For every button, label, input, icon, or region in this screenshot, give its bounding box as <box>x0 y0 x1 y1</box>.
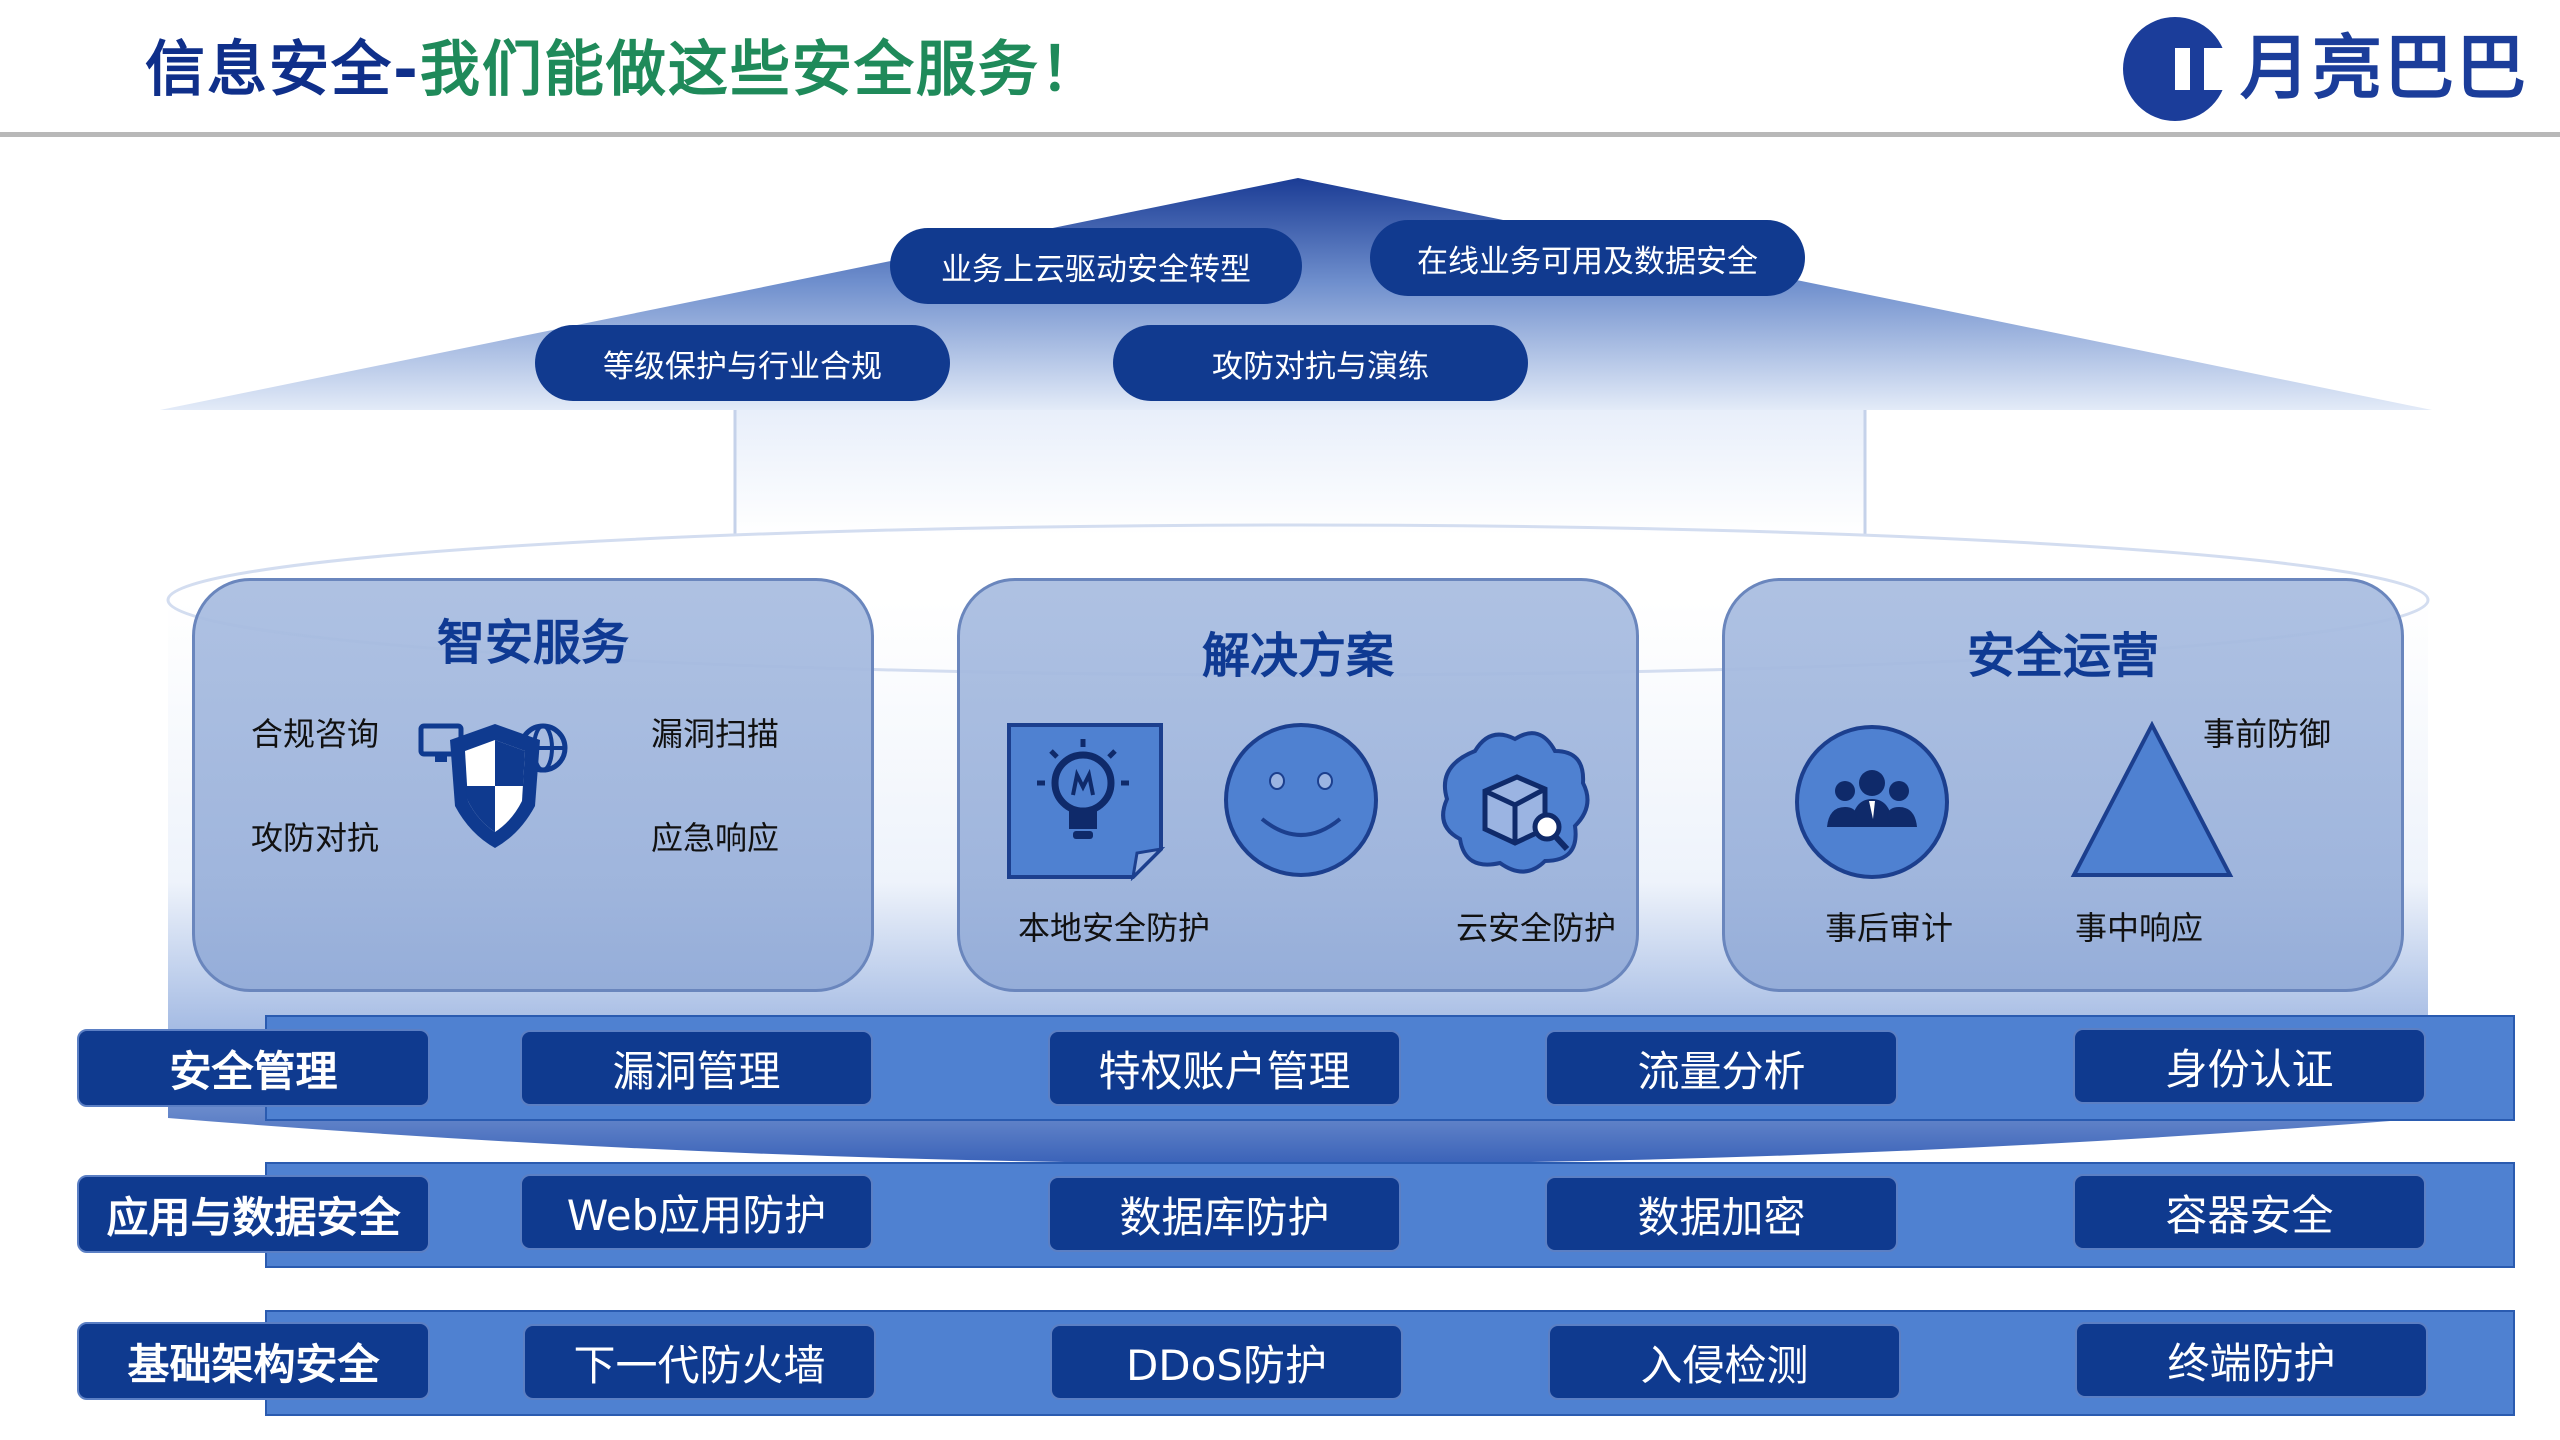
item-endpoint-protection: 终端防护 <box>2075 1322 2428 1398</box>
roof-pill-compliance: 等级保护与行业合规 <box>535 325 950 401</box>
logo-c-icon <box>2123 17 2235 121</box>
label-compliance-consulting: 合规咨询 <box>251 715 380 753</box>
label-emergency-response: 应急响应 <box>651 819 780 857</box>
cloud-box-icon <box>1441 731 1590 874</box>
panel-title: 智安服务 <box>436 615 629 671</box>
brand-logo <box>2120 14 2560 124</box>
panel-solutions: 解决方案 本地安全防护 云安全防护 <box>957 578 1639 992</box>
security-shield-icon <box>418 723 568 848</box>
roof-pill-online-data-security: 在线业务可用及数据安全 <box>1370 220 1805 296</box>
title-part-2: 我们能做这些安全服务！ <box>419 35 1102 105</box>
category-app-data-security: 应用与数据安全 <box>77 1175 430 1253</box>
logo-text: 月亮巴巴 <box>2240 27 2528 109</box>
item-ddos-protection: DDoS防护 <box>1050 1324 1403 1400</box>
category-infrastructure-security: 基础架构安全 <box>77 1322 430 1400</box>
label-local-security: 本地安全防护 <box>1018 909 1211 947</box>
roof-pill-attack-defense: 攻防对抗与演练 <box>1113 325 1528 401</box>
roof-pill-cloud-transform: 业务上云驱动安全转型 <box>890 228 1302 304</box>
panel-title: 安全运营 <box>1966 628 2159 684</box>
label-pre-defense: 事前防御 <box>2203 715 2332 753</box>
item-web-app-protection: Web应用防护 <box>520 1174 873 1250</box>
item-database-protection: 数据库防护 <box>1048 1176 1401 1252</box>
item-data-encryption: 数据加密 <box>1545 1176 1898 1252</box>
item-intrusion-detection: 入侵检测 <box>1548 1324 1901 1400</box>
item-privileged-account-management: 特权账户管理 <box>1048 1030 1401 1106</box>
smiley-face-icon <box>1224 723 1378 877</box>
header-divider <box>0 132 2560 137</box>
triangle-icon <box>2070 721 2234 877</box>
item-vulnerability-management: 漏洞管理 <box>520 1030 873 1106</box>
label-vulnerability-scan: 漏洞扫描 <box>651 715 780 753</box>
title-part-1: 信息安全- <box>145 35 420 105</box>
item-container-security: 容器安全 <box>2073 1174 2426 1250</box>
lightbulb-note-icon <box>1007 723 1165 881</box>
pillar-block <box>735 405 1865 535</box>
item-next-gen-firewall: 下一代防火墙 <box>523 1324 876 1400</box>
item-identity-authentication: 身份认证 <box>2073 1028 2426 1104</box>
item-traffic-analysis: 流量分析 <box>1545 1030 1898 1106</box>
panel-security-operations: 安全运营 事前防御 事后审计 事中响应 <box>1722 578 2404 992</box>
team-people-icon <box>1795 725 1949 879</box>
page-title: 信息安全-我们能做这些安全服务！ <box>145 30 1102 110</box>
panel-title: 解决方案 <box>1201 628 1394 684</box>
label-in-event-response: 事中响应 <box>2075 909 2204 947</box>
label-cloud-security: 云安全防护 <box>1456 909 1617 947</box>
label-post-audit: 事后审计 <box>1825 909 1954 947</box>
panel-smart-security-service: 智安服务 合规咨询 漏洞扫描 攻防对抗 应急响应 <box>192 578 874 992</box>
category-security-management: 安全管理 <box>77 1029 430 1107</box>
label-attack-defense: 攻防对抗 <box>251 819 380 857</box>
